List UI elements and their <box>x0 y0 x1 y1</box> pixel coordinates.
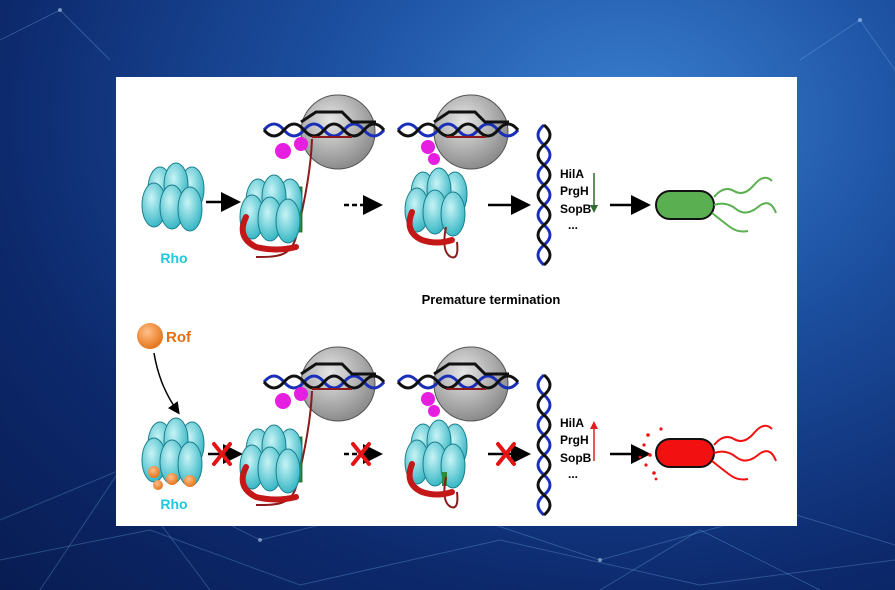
rho-label-top: Rho <box>160 250 187 266</box>
gene-prgh-bottom: PrgH <box>560 433 589 447</box>
rho-rof-diagram: Rho HilA PrgH SopB ... <box>137 94 777 517</box>
secretion-dots <box>638 427 663 481</box>
termination-complex-top-2 <box>396 94 520 259</box>
gene-sopb-top: SopB <box>560 202 592 216</box>
gene-ellipsis-bottom: ... <box>568 467 578 481</box>
rho-rof-complex <box>141 417 205 490</box>
figure-panel: Rho HilA PrgH SopB ... <box>116 77 797 526</box>
premature-termination-label: Premature termination <box>422 292 561 307</box>
dna-vertical-bottom <box>536 373 552 517</box>
dna-vertical-top <box>536 123 552 267</box>
gene-hila-bottom: HilA <box>560 416 584 430</box>
rof-label: Rof <box>166 329 192 346</box>
gene-list-top: HilA PrgH SopB ... <box>560 167 592 232</box>
stalled-complex-bottom-2 <box>396 346 520 509</box>
rof-binding-arrow <box>153 352 180 415</box>
rof-protein <box>137 323 163 349</box>
bacterium-top <box>655 176 777 233</box>
sigma-top-1a <box>275 143 291 159</box>
rho-label-bottom: Rho <box>160 496 187 512</box>
gene-sopb-bottom: SopB <box>560 451 592 465</box>
elongation-complex-top-1 <box>239 94 386 258</box>
rho-hexamer-top <box>141 162 205 232</box>
sigma-top-1b <box>294 137 308 151</box>
elongation-complex-bottom-1 <box>239 346 386 506</box>
bacterium-bottom <box>638 424 777 481</box>
gene-list-bottom: HilA PrgH SopB ... <box>560 416 592 481</box>
gene-prgh-top: PrgH <box>560 184 589 198</box>
gene-ellipsis-top: ... <box>568 218 578 232</box>
gene-hila-top: HilA <box>560 167 584 181</box>
